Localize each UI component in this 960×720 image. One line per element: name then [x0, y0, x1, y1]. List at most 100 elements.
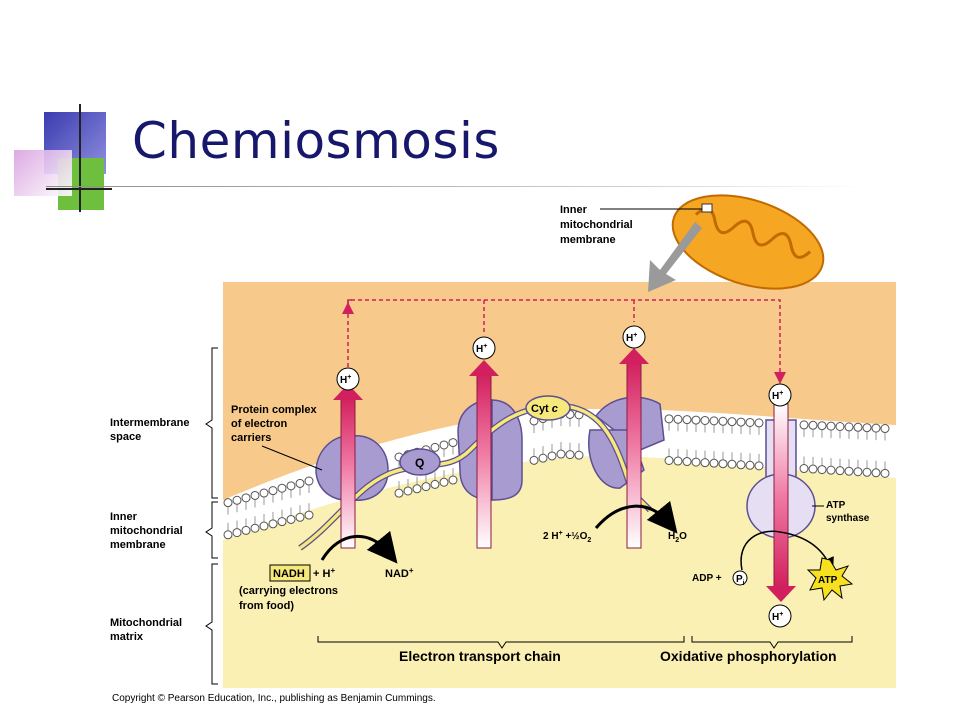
etc-label: Electron transport chain — [399, 648, 561, 664]
lipid-head — [835, 466, 845, 476]
cyt-c-label: Cyt c — [531, 403, 558, 415]
inner-membrane-brace — [205, 501, 218, 559]
lipid-head — [700, 415, 710, 425]
lipid-head — [664, 414, 674, 424]
lipid-head — [439, 440, 449, 450]
lipid-head — [547, 451, 557, 461]
lipid-head — [403, 486, 413, 496]
lipid-head — [826, 465, 836, 475]
complex-label-2: of electron — [231, 418, 288, 430]
pi-label: Pi — [736, 574, 745, 587]
lipid-head — [277, 483, 287, 493]
lipid-head — [448, 475, 458, 485]
lipid-head — [412, 484, 422, 494]
slide-title: Chemiosmosis — [132, 112, 500, 170]
carrying-label-1: (carrying electrons — [239, 585, 338, 597]
lipid-head — [538, 453, 548, 463]
inner-membrane-label-1: Inner — [110, 511, 138, 523]
q-carrier — [399, 448, 441, 476]
lipid-head — [286, 481, 296, 491]
lipid-head — [295, 512, 305, 522]
nadh-box — [269, 564, 311, 582]
deco-vertical-line — [79, 104, 81, 212]
lipid-head — [565, 450, 575, 460]
svg-text:H+: H+ — [476, 343, 487, 355]
lipid-head — [682, 415, 692, 425]
lipid-head — [745, 460, 755, 470]
lipid-head — [826, 421, 836, 431]
lipid-head — [862, 423, 872, 433]
mito-label-1: Inner — [560, 204, 588, 216]
lipid-head — [853, 422, 863, 432]
zoom-arrow — [648, 222, 702, 292]
lipid-head — [709, 458, 719, 468]
lipid-head — [691, 457, 701, 467]
lipid-head — [745, 417, 755, 427]
lipid-head — [862, 467, 872, 477]
lipid-head — [709, 416, 719, 426]
lipid-head — [664, 455, 674, 465]
lipid-head — [250, 490, 260, 500]
lipid-head — [232, 495, 242, 505]
complex-label-3: carriers — [231, 432, 271, 444]
copyright-notice: Copyright © Pearson Education, Inc., pub… — [112, 693, 436, 704]
lipid-head — [718, 459, 728, 469]
intermembrane-brace — [205, 347, 218, 499]
atp-synthase-label-1: ATP — [826, 500, 846, 511]
lipid-head — [295, 478, 305, 488]
lipid-head — [430, 479, 440, 489]
lipid-head — [268, 519, 278, 529]
lipid-head — [844, 422, 854, 432]
matrix-brace — [205, 563, 218, 685]
cyt-c-carrier — [525, 395, 571, 421]
atp-star — [806, 557, 854, 602]
oxphos-brace — [691, 636, 853, 649]
lipid-head — [268, 486, 278, 496]
lipid-head — [880, 468, 890, 478]
deco-horizontal-line — [46, 188, 112, 190]
atp-reaction-arrow — [740, 530, 834, 573]
lipid-head — [673, 456, 683, 466]
svg-text:H+: H+ — [340, 374, 351, 386]
lipid-head — [241, 493, 251, 503]
lipid-head — [727, 459, 737, 469]
lipid-head — [223, 498, 233, 508]
nadh-reaction-arrow — [320, 530, 398, 564]
svg-text:H+: H+ — [772, 390, 783, 402]
lipid-head — [673, 414, 683, 424]
lipid-head — [556, 449, 566, 459]
lipid-head — [304, 510, 314, 520]
lipid-head — [727, 417, 737, 427]
lipid-head — [241, 525, 251, 535]
etc-brace — [317, 636, 685, 649]
lipid-head — [529, 455, 539, 465]
nadh-label: NADH — [273, 568, 305, 580]
adp-label: ADP + — [692, 573, 722, 584]
lipid-head — [871, 468, 881, 478]
lipid-head — [844, 466, 854, 476]
water-product: H2O — [668, 531, 687, 544]
water-reactants: 2 H+ +½O2 — [543, 530, 591, 544]
membrane-band — [223, 408, 896, 540]
svg-text:H+: H+ — [772, 611, 783, 623]
lipid-head — [799, 420, 809, 430]
svg-text:H+: H+ — [626, 332, 637, 344]
mito-label-3: membrane — [560, 234, 616, 246]
lipid-head — [286, 514, 296, 524]
matrix-label-2: matrix — [110, 631, 144, 643]
lipid-head — [817, 421, 827, 431]
lipid-head — [718, 416, 728, 426]
lipid-head — [853, 467, 863, 477]
lipid-head — [835, 422, 845, 431]
h-plus-arrow-synthase — [766, 403, 796, 602]
h-plus-bubble-3: H+ — [622, 325, 646, 349]
lipid-head — [430, 442, 440, 452]
lipid-head — [259, 521, 269, 531]
lipid-head — [799, 464, 809, 474]
atp-synthase-label-2: synthase — [826, 513, 870, 524]
lipid-head — [394, 488, 404, 498]
lipid-head — [439, 477, 449, 487]
mitochondrial-matrix — [223, 456, 896, 688]
lipid-head — [754, 461, 764, 471]
